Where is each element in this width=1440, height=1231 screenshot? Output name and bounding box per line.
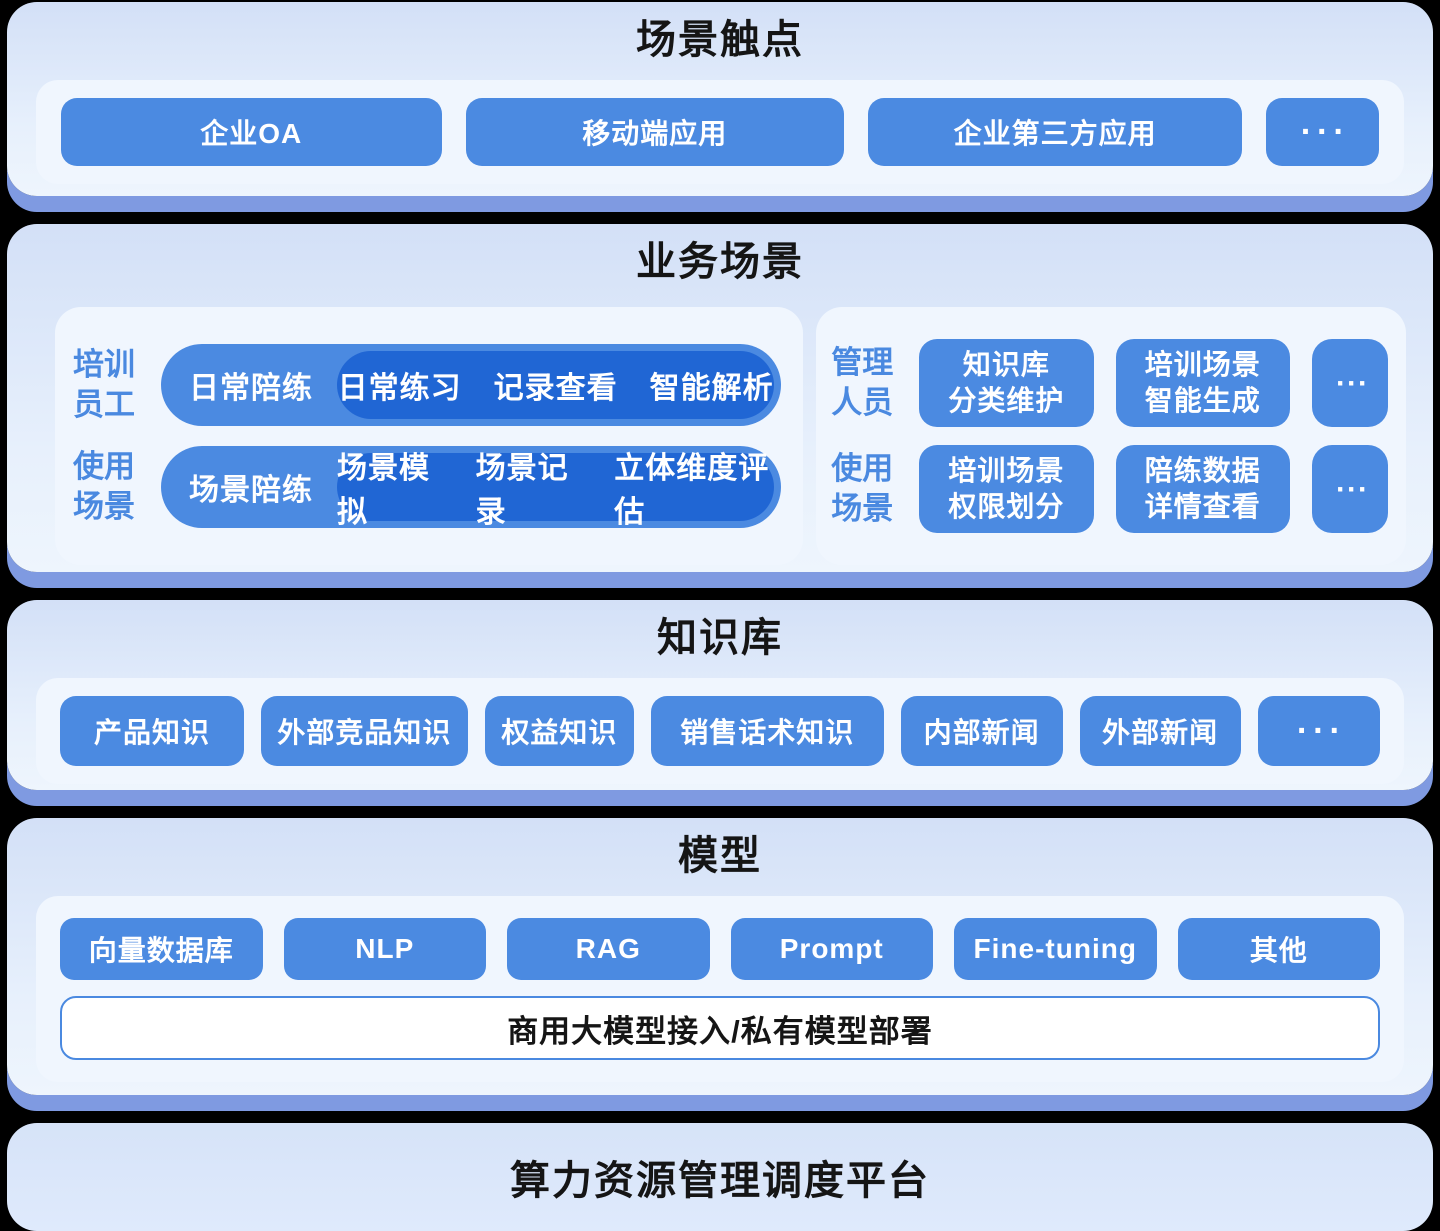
section-knowledge-title: 知识库 (657, 616, 783, 660)
model-item: 其他 (1177, 918, 1380, 980)
model-item: Fine-tuning (954, 918, 1157, 980)
business-content: 培训 员工 日常陪练 日常练习 记录查看 智能解析 使用 场景 场景陪练 (55, 307, 1406, 565)
daily-practice-features: 日常练习 记录查看 智能解析 (337, 351, 775, 419)
feature-item: 立体维度评估 (614, 452, 770, 529)
trainee-scenarios-panel: 培训 员工 日常陪练 日常练习 记录查看 智能解析 使用 场景 场景陪练 (55, 307, 804, 565)
touchpoint-item: 企业OA (61, 98, 442, 166)
model-items-row: 向量数据库 NLP RAG Prompt Fine-tuning 其他 (60, 918, 1380, 980)
trainee-label: 培训 员工 (73, 346, 135, 422)
touchpoint-item: 企业第三方应用 (867, 98, 1243, 166)
model-deployment-bar: 商用大模型接入/私有模型部署 (60, 996, 1380, 1060)
scene-practice-pill: 场景陪练 场景模拟 场景记录 立体维度评估 (161, 446, 782, 529)
trainee-row-scene: 使用 场景 场景陪练 场景模拟 场景记录 立体维度评估 (73, 446, 782, 529)
admin-feature-chip: 知识库 分类维护 (919, 339, 1094, 427)
knowledge-item: 内部新闻 (900, 696, 1063, 766)
knowledge-item: 销售话术知识 (650, 696, 884, 766)
feature-item: 场景记录 (475, 452, 569, 529)
section-business-scenarios: 业务场景 培训 员工 日常陪练 日常练习 记录查看 智能解析 使用 场景 (7, 224, 1433, 572)
admin-more-chip: ··· (1312, 339, 1388, 427)
trainee-row-daily: 培训 员工 日常陪练 日常练习 记录查看 智能解析 (73, 344, 782, 426)
feature-item: 日常练习 (337, 372, 462, 405)
platform-title: 算力资源管理调度平台 (510, 1159, 930, 1203)
section-touchpoints: 场景触点 企业OA 移动端应用 企业第三方应用 ··· (7, 2, 1433, 196)
model-item: 向量数据库 (60, 918, 263, 980)
feature-item: 场景模拟 (337, 452, 430, 529)
touchpoints-panel: 企业OA 移动端应用 企业第三方应用 ··· (36, 80, 1404, 184)
feature-item: 记录查看 (493, 372, 618, 405)
knowledge-panel: 产品知识 外部竞品知识 权益知识 销售话术知识 内部新闻 外部新闻 ··· (36, 678, 1404, 784)
model-item: Prompt (730, 918, 933, 980)
section-touchpoints-title: 场景触点 (636, 18, 804, 62)
daily-practice-pill: 日常陪练 日常练习 记录查看 智能解析 (161, 344, 782, 426)
section-knowledge-base: 知识库 产品知识 外部竞品知识 权益知识 销售话术知识 内部新闻 外部新闻 ··… (7, 600, 1433, 790)
model-item: RAG (507, 918, 710, 980)
admin-label: 管理 人员 (831, 344, 894, 420)
admin-row-1: 管理 人员 知识库 分类维护 培训场景 智能生成 ··· (831, 339, 1388, 427)
section-model: 模型 向量数据库 NLP RAG Prompt Fine-tuning 其他 商… (7, 818, 1433, 1095)
knowledge-item: 外部新闻 (1079, 696, 1241, 766)
touchpoint-item: 移动端应用 (465, 98, 844, 166)
knowledge-item: 产品知识 (60, 696, 244, 766)
admin-scenarios-panel: 管理 人员 知识库 分类维护 培训场景 智能生成 ··· 使用 场景 培训场景 … (816, 307, 1406, 565)
knowledge-item: 权益知识 (484, 696, 634, 766)
usage-label: 使用 场景 (73, 448, 135, 524)
admin-row-2: 使用 场景 培训场景 权限划分 陪练数据 详情查看 ··· (831, 445, 1388, 533)
feature-item: 智能解析 (649, 372, 774, 405)
knowledge-more-item: ··· (1257, 696, 1380, 766)
scene-practice-pill-label: 场景陪练 (189, 474, 313, 507)
usage-label: 使用 场景 (831, 450, 894, 526)
daily-practice-pill-label: 日常陪练 (189, 372, 313, 405)
admin-more-chip: ··· (1312, 445, 1388, 533)
section-model-title: 模型 (678, 834, 762, 878)
model-item: NLP (283, 918, 486, 980)
touchpoint-more-item: ··· (1266, 98, 1379, 166)
admin-feature-chip: 培训场景 智能生成 (1115, 339, 1290, 427)
model-panel: 向量数据库 NLP RAG Prompt Fine-tuning 其他 商用大模… (36, 896, 1404, 1082)
knowledge-item: 外部竞品知识 (260, 696, 468, 766)
section-computing-platform: 算力资源管理调度平台 (7, 1123, 1433, 1231)
admin-feature-chip: 陪练数据 详情查看 (1115, 445, 1290, 533)
admin-feature-chip: 培训场景 权限划分 (919, 445, 1094, 533)
scene-practice-features: 场景模拟 场景记录 立体维度评估 (337, 452, 775, 529)
section-business-title: 业务场景 (636, 240, 804, 284)
